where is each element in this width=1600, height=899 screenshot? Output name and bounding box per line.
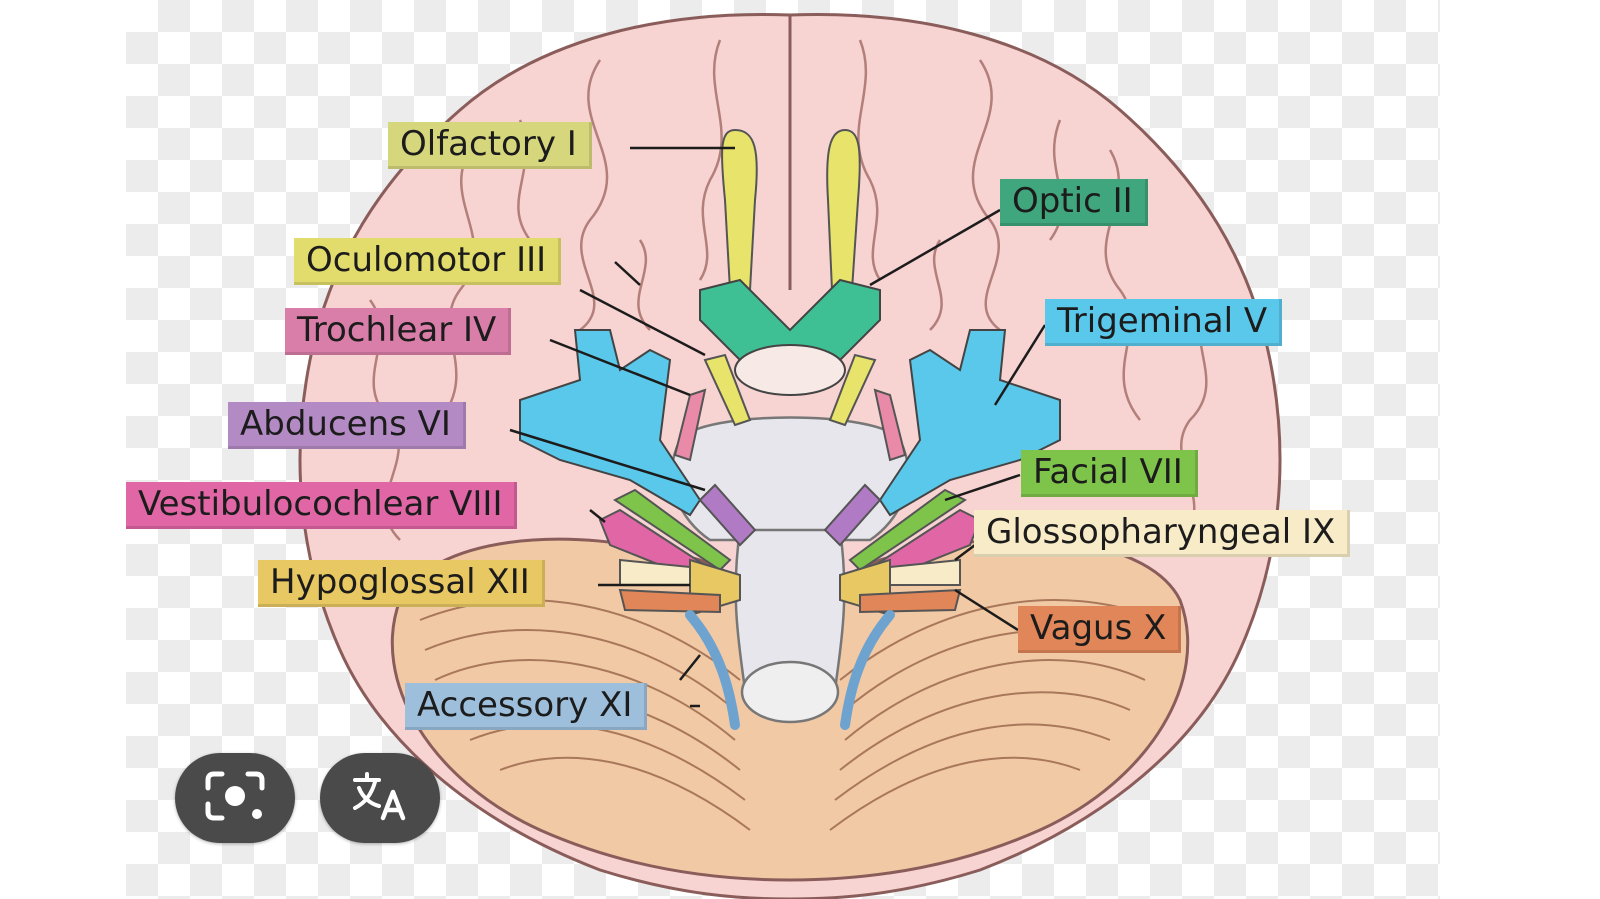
leader-lines [509, 146, 1047, 708]
trochlear-nerve-left [673, 388, 707, 462]
label-oculomotor: Oculomotor III [294, 238, 562, 285]
accessory-nerve-right [840, 610, 895, 730]
spinal-cord-section [740, 660, 840, 724]
translate-button[interactable] [320, 753, 440, 843]
camera-lens-icon [200, 766, 270, 830]
label-optic: Optic II [1000, 179, 1148, 226]
facial-nerve-left [613, 488, 732, 572]
label-accessory: Accessory XI [405, 683, 648, 730]
label-olfactory: Olfactory I [388, 122, 592, 169]
abducens-nerve-right [823, 483, 882, 547]
vagus-nerve-left [618, 588, 721, 614]
optic-chiasm [699, 278, 881, 361]
label-vestibulocochlear: Vestibulocochlear VIII [126, 482, 518, 529]
vagus-nerve-right [859, 588, 962, 614]
trigeminal-nerve-left [519, 329, 702, 517]
translate-icon [345, 766, 415, 830]
trochlear-nerve-right [873, 388, 907, 462]
label-vagus: Vagus X [1018, 606, 1182, 653]
trigeminal-nerve-right [878, 329, 1061, 517]
lens-search-button[interactable] [175, 753, 295, 843]
accessory-nerve-left [685, 610, 740, 730]
pons [670, 416, 910, 542]
label-facial: Facial VII [1021, 450, 1198, 497]
label-glossopharyngeal: Glossopharyngeal IX [974, 510, 1351, 557]
oculomotor-nerve-left [703, 353, 752, 427]
abducens-nerve-left [698, 483, 757, 547]
label-trigeminal: Trigeminal V [1045, 299, 1283, 346]
label-abducens: Abducens VI [228, 402, 466, 449]
facial-nerve-right [848, 488, 967, 572]
label-trochlear: Trochlear IV [285, 308, 512, 355]
label-hypoglossal: Hypoglossal XII [258, 560, 545, 607]
oculomotor-nerve-right [828, 353, 877, 427]
